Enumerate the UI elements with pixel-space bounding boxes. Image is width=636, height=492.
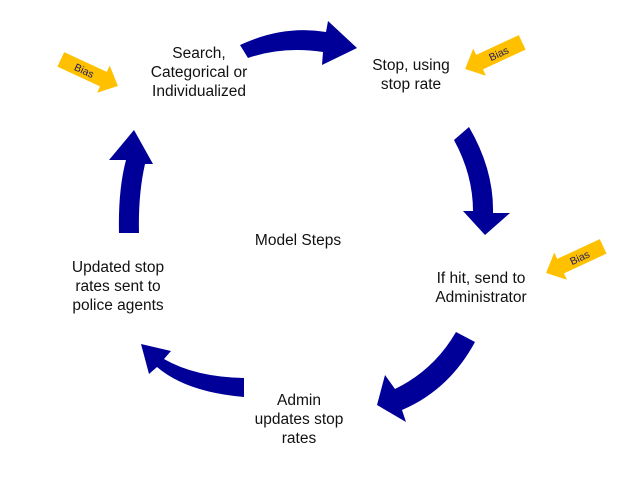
arrow-admin-to-updated — [141, 344, 244, 397]
arrow-updated-to-search — [109, 130, 153, 233]
bias-arrow-stop: Bias — [465, 35, 526, 76]
bias-arrow-search: Bias — [57, 52, 118, 93]
step-line: Stop, using — [372, 57, 450, 74]
diagram-center-title: Model Steps — [254, 232, 342, 249]
step-line: Individualized — [152, 83, 246, 100]
step-label-hit: If hit, send to Administrator — [435, 269, 526, 307]
step-line: If hit, send to — [436, 270, 526, 287]
step-line: stop rate — [380, 76, 442, 93]
bias-arrow-hit: Bias — [546, 239, 607, 280]
bias-arrow-hit-shape — [546, 239, 607, 280]
step-label-search: Search, Categorical or Individualized — [151, 44, 248, 101]
step-line: rates sent to — [75, 278, 161, 295]
bias-arrow-search-shape — [57, 52, 118, 93]
step-line: Search, — [172, 45, 226, 62]
step-line: updates stop — [254, 411, 344, 428]
step-line: Categorical or — [150, 64, 248, 81]
step-label-stop: Stop, using stop rate — [372, 56, 450, 94]
arrow-stop-to-hit — [454, 127, 510, 235]
step-line: Updated stop — [71, 259, 165, 276]
arrow-hit-to-admin — [377, 332, 475, 422]
step-label-updated: Updated stop rates sent to police agents — [72, 258, 164, 315]
step-line: Administrator — [435, 289, 527, 306]
step-label-admin: Admin updates stop rates — [255, 391, 344, 448]
step-line: Admin — [277, 392, 321, 409]
step-line: rates — [281, 430, 317, 447]
step-line: police agents — [72, 297, 164, 314]
bias-arrow-stop-shape — [465, 35, 526, 76]
arrow-search-to-stop — [240, 21, 357, 65]
